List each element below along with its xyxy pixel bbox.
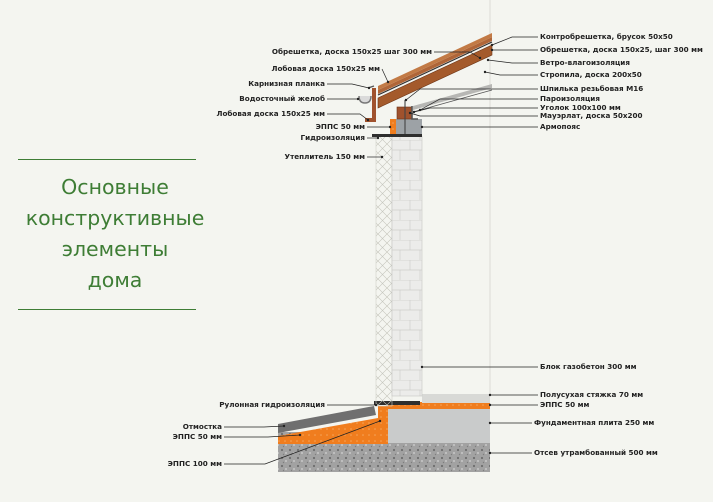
label-drip-edge: Карнизная планка (248, 79, 325, 88)
roll-waterproofing (374, 401, 420, 405)
right-leaders (404, 36, 538, 455)
gutter (358, 95, 372, 104)
label-gas-concrete: Блок газобетон 300 мм (540, 362, 637, 371)
right-labels: Контробрешетка, брусок 50х50 Обрешетка, … (534, 32, 703, 457)
roof-lathing (378, 33, 492, 90)
wall-waterproofing (372, 134, 422, 137)
left-labels: Обрешетка, доска 150х25 шаг 300 мм Лобов… (168, 47, 432, 468)
label-wind-membrane: Ветро-влагоизоляция (540, 58, 630, 67)
label-insulation: Утеплитель 150 мм (285, 152, 366, 161)
label-counter-lattice: Контробрешетка, брусок 50х50 (540, 32, 673, 41)
title-line: конструктивные (25, 206, 205, 230)
label-rafter: Стропила, доска 200х50 (540, 70, 642, 79)
belt-epps (390, 119, 396, 136)
foundation-slab (378, 407, 490, 443)
label-belt-epps: ЭППС 50 мм (316, 122, 365, 131)
label-blind-area: Отмостка (183, 422, 222, 431)
reinforced-belt (392, 119, 422, 136)
label-reinforced-belt: Армопояс (540, 122, 580, 131)
title-line: дома (87, 268, 143, 292)
label-roll-waterproofing: Рулонная гидроизоляция (219, 400, 325, 409)
fascia-board (372, 88, 376, 118)
label-screed: Полусухая стяжка 70 мм (540, 390, 643, 399)
soffit-board (365, 118, 376, 122)
diagram-title: Основные конструктивные элементы дома (8, 172, 222, 296)
label-vapour-barrier: Пароизоляция (540, 94, 600, 103)
label-lathing: Обрешетка, доска 150х25 шаг 300 мм (272, 47, 432, 56)
vapour-barrier (412, 89, 493, 113)
label-waterproofing: Гидроизоляция (300, 133, 365, 142)
counter-lattice (378, 37, 492, 94)
rafter (377, 44, 493, 109)
label-fascia-top: Лобовая доска 150х25 мм (271, 64, 380, 73)
label-gutter: Водосточный желоб (239, 94, 325, 103)
foundation-epps (278, 406, 388, 444)
label-steel-angle: Уголок 100х100 мм (540, 103, 621, 112)
label-foundation-slab: Фундаментная плита 250 мм (534, 418, 654, 427)
ceiling-lining (413, 84, 492, 110)
title-bottom-rule (18, 309, 196, 310)
title-top-rule (18, 159, 196, 160)
label-roof-lathing: Обрешетка, доска 150х25, шаг 300 мм (540, 45, 703, 54)
label-slab-epps: ЭППС 50 мм (540, 400, 589, 409)
label-gravel: Отсев утрамбованный 500 мм (534, 448, 658, 457)
left-leaders (224, 51, 482, 465)
label-foundation-epps: ЭППС 100 мм (168, 459, 222, 468)
label-threaded-rod: Шпилька резьбовая М16 (540, 84, 643, 93)
label-fascia-bottom: Лобовая доска 150х25 мм (216, 109, 325, 118)
title-line: элементы (61, 237, 169, 261)
screed (422, 394, 490, 403)
slab-epps (388, 402, 490, 409)
wind-membrane (377, 41, 493, 96)
wall-insulation (375, 135, 393, 407)
steel-angle (411, 106, 418, 120)
title-line: Основные (61, 175, 169, 199)
gas-concrete-wall (391, 135, 423, 397)
blind-area (278, 406, 376, 433)
label-mauerlat: Мауэрлат, доска 50х200 (540, 111, 642, 120)
label-blind-epps: ЭППС 50 мм (173, 432, 222, 441)
